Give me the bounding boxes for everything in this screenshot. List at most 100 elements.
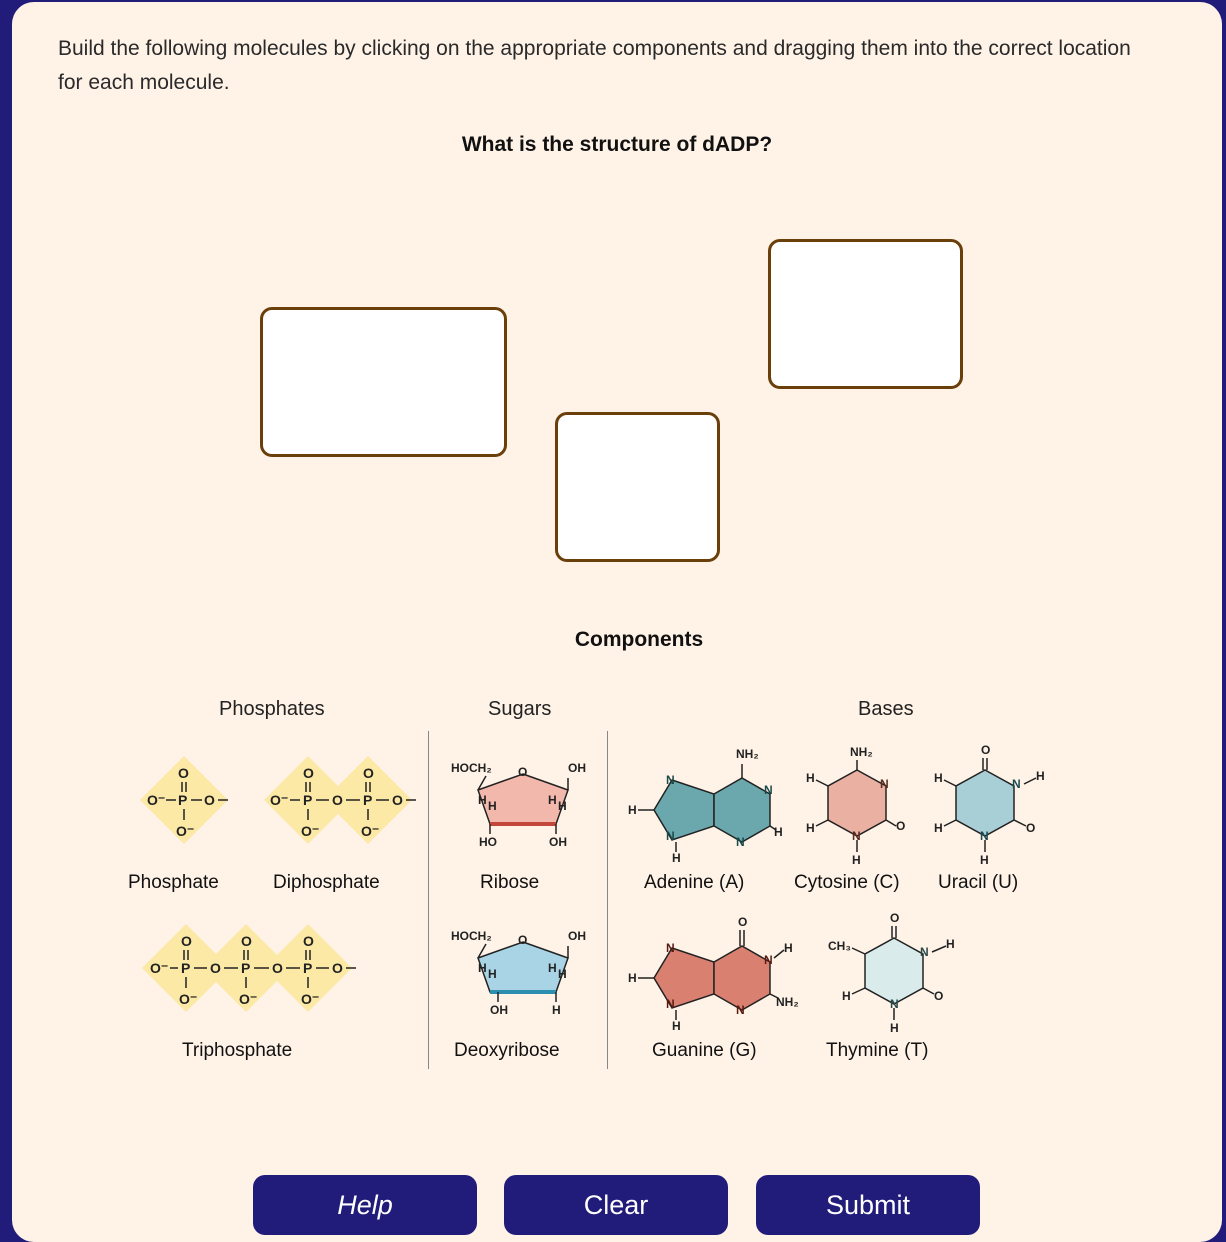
thymine-label: Thymine (T) xyxy=(826,1040,929,1061)
svg-text:P: P xyxy=(178,792,187,808)
category-sugars: Sugars xyxy=(488,698,552,720)
svg-text:N: N xyxy=(890,997,899,1011)
svg-text:H: H xyxy=(548,793,557,807)
svg-text:O: O xyxy=(518,933,527,947)
phosphate-component[interactable]: O O⁻ P O O⁻ xyxy=(136,752,236,852)
svg-text:NH₂: NH₂ xyxy=(736,747,759,761)
dropzone-phosphate[interactable] xyxy=(260,307,507,457)
thymine-component[interactable]: O CH₃ N H N O H H xyxy=(824,908,974,1035)
svg-text:P: P xyxy=(303,792,312,808)
svg-text:O: O xyxy=(181,933,192,949)
svg-text:OH: OH xyxy=(490,1003,508,1017)
divider-right xyxy=(607,731,608,1069)
svg-text:N: N xyxy=(736,1003,745,1017)
svg-text:O: O xyxy=(178,765,189,781)
question-title: What is the structure of dADP? xyxy=(461,133,773,156)
help-button[interactable]: Help xyxy=(253,1175,477,1235)
svg-text:H: H xyxy=(806,821,815,835)
dropzone-sugar[interactable] xyxy=(555,412,720,562)
svg-text:H: H xyxy=(1036,769,1045,783)
svg-text:H: H xyxy=(946,937,955,951)
phosphate-label: Phosphate xyxy=(128,872,219,893)
submit-button[interactable]: Submit xyxy=(756,1175,980,1235)
svg-text:P: P xyxy=(181,960,190,976)
guanine-component[interactable]: O N N H N N H NH₂ H xyxy=(624,910,804,1035)
ribose-label: Ribose xyxy=(480,872,540,893)
svg-text:P: P xyxy=(303,960,312,976)
svg-text:HOCH₂: HOCH₂ xyxy=(451,929,492,943)
svg-text:H: H xyxy=(890,1021,899,1035)
diphosphate-label: Diphosphate xyxy=(273,872,380,893)
svg-text:N: N xyxy=(666,829,675,843)
svg-text:H: H xyxy=(842,989,851,1003)
svg-text:N: N xyxy=(980,829,989,843)
svg-text:O⁻: O⁻ xyxy=(150,960,168,976)
category-bases: Bases xyxy=(858,698,914,720)
svg-text:O: O xyxy=(518,765,527,779)
svg-text:O: O xyxy=(363,765,374,781)
svg-text:N: N xyxy=(666,941,675,955)
divider-left xyxy=(428,731,429,1069)
dropzone-base[interactable] xyxy=(768,239,963,389)
svg-text:O: O xyxy=(204,792,215,808)
svg-text:N: N xyxy=(1012,777,1021,791)
cytosine-label: Cytosine (C) xyxy=(794,872,900,893)
svg-text:H: H xyxy=(488,799,497,813)
components-title: Components xyxy=(574,628,704,651)
thymine-structure-icon: O CH₃ N H N O H H xyxy=(828,911,955,1035)
svg-text:H: H xyxy=(934,771,943,785)
cytosine-component[interactable]: NH₂ N N O H H H xyxy=(802,740,912,867)
svg-text:O: O xyxy=(241,933,252,949)
svg-text:H: H xyxy=(672,851,681,865)
svg-text:O⁻: O⁻ xyxy=(179,991,197,1007)
svg-text:O: O xyxy=(303,765,314,781)
svg-text:OH: OH xyxy=(568,929,586,943)
svg-text:N: N xyxy=(736,835,745,849)
adenine-structure-icon: NH₂ N N N N H H H xyxy=(628,747,783,865)
svg-text:H: H xyxy=(478,961,487,975)
svg-text:N: N xyxy=(880,777,889,791)
svg-text:CH₃: CH₃ xyxy=(828,939,851,953)
svg-text:O: O xyxy=(738,915,747,929)
svg-text:O: O xyxy=(890,911,899,925)
svg-text:O⁻: O⁻ xyxy=(301,823,319,839)
svg-text:N: N xyxy=(666,773,675,787)
svg-text:O: O xyxy=(1026,821,1035,835)
svg-text:H: H xyxy=(852,853,861,867)
svg-text:O⁻: O⁻ xyxy=(361,823,379,839)
clear-button[interactable]: Clear xyxy=(504,1175,728,1235)
category-phosphates: Phosphates xyxy=(219,698,325,720)
svg-text:O⁻: O⁻ xyxy=(176,823,194,839)
svg-text:H: H xyxy=(628,971,637,985)
svg-text:H: H xyxy=(558,967,567,981)
svg-text:H: H xyxy=(478,793,487,807)
uracil-component[interactable]: O N H N O H H H xyxy=(930,740,1060,867)
svg-text:H: H xyxy=(552,1003,561,1017)
svg-text:H: H xyxy=(558,799,567,813)
svg-text:H: H xyxy=(934,821,943,835)
svg-text:O: O xyxy=(303,933,314,949)
svg-text:O: O xyxy=(934,989,943,1003)
svg-text:N: N xyxy=(764,783,773,797)
svg-text:O: O xyxy=(896,819,905,833)
svg-text:H: H xyxy=(548,961,557,975)
guanine-label: Guanine (G) xyxy=(652,1040,757,1061)
adenine-component[interactable]: NH₂ N N N N H H H xyxy=(624,742,794,865)
svg-text:N: N xyxy=(764,953,773,967)
svg-text:H: H xyxy=(488,967,497,981)
svg-text:HOCH₂: HOCH₂ xyxy=(451,761,492,775)
svg-text:N: N xyxy=(666,997,675,1011)
deoxyribose-label: Deoxyribose xyxy=(454,1040,560,1061)
svg-text:N: N xyxy=(852,829,861,843)
svg-text:H: H xyxy=(774,825,783,839)
svg-text:O⁻: O⁻ xyxy=(239,991,257,1007)
uracil-structure-icon: O N H N O H H H xyxy=(934,743,1045,867)
svg-text:O⁻: O⁻ xyxy=(301,991,319,1007)
triphosphate-label: Triphosphate xyxy=(182,1040,293,1061)
